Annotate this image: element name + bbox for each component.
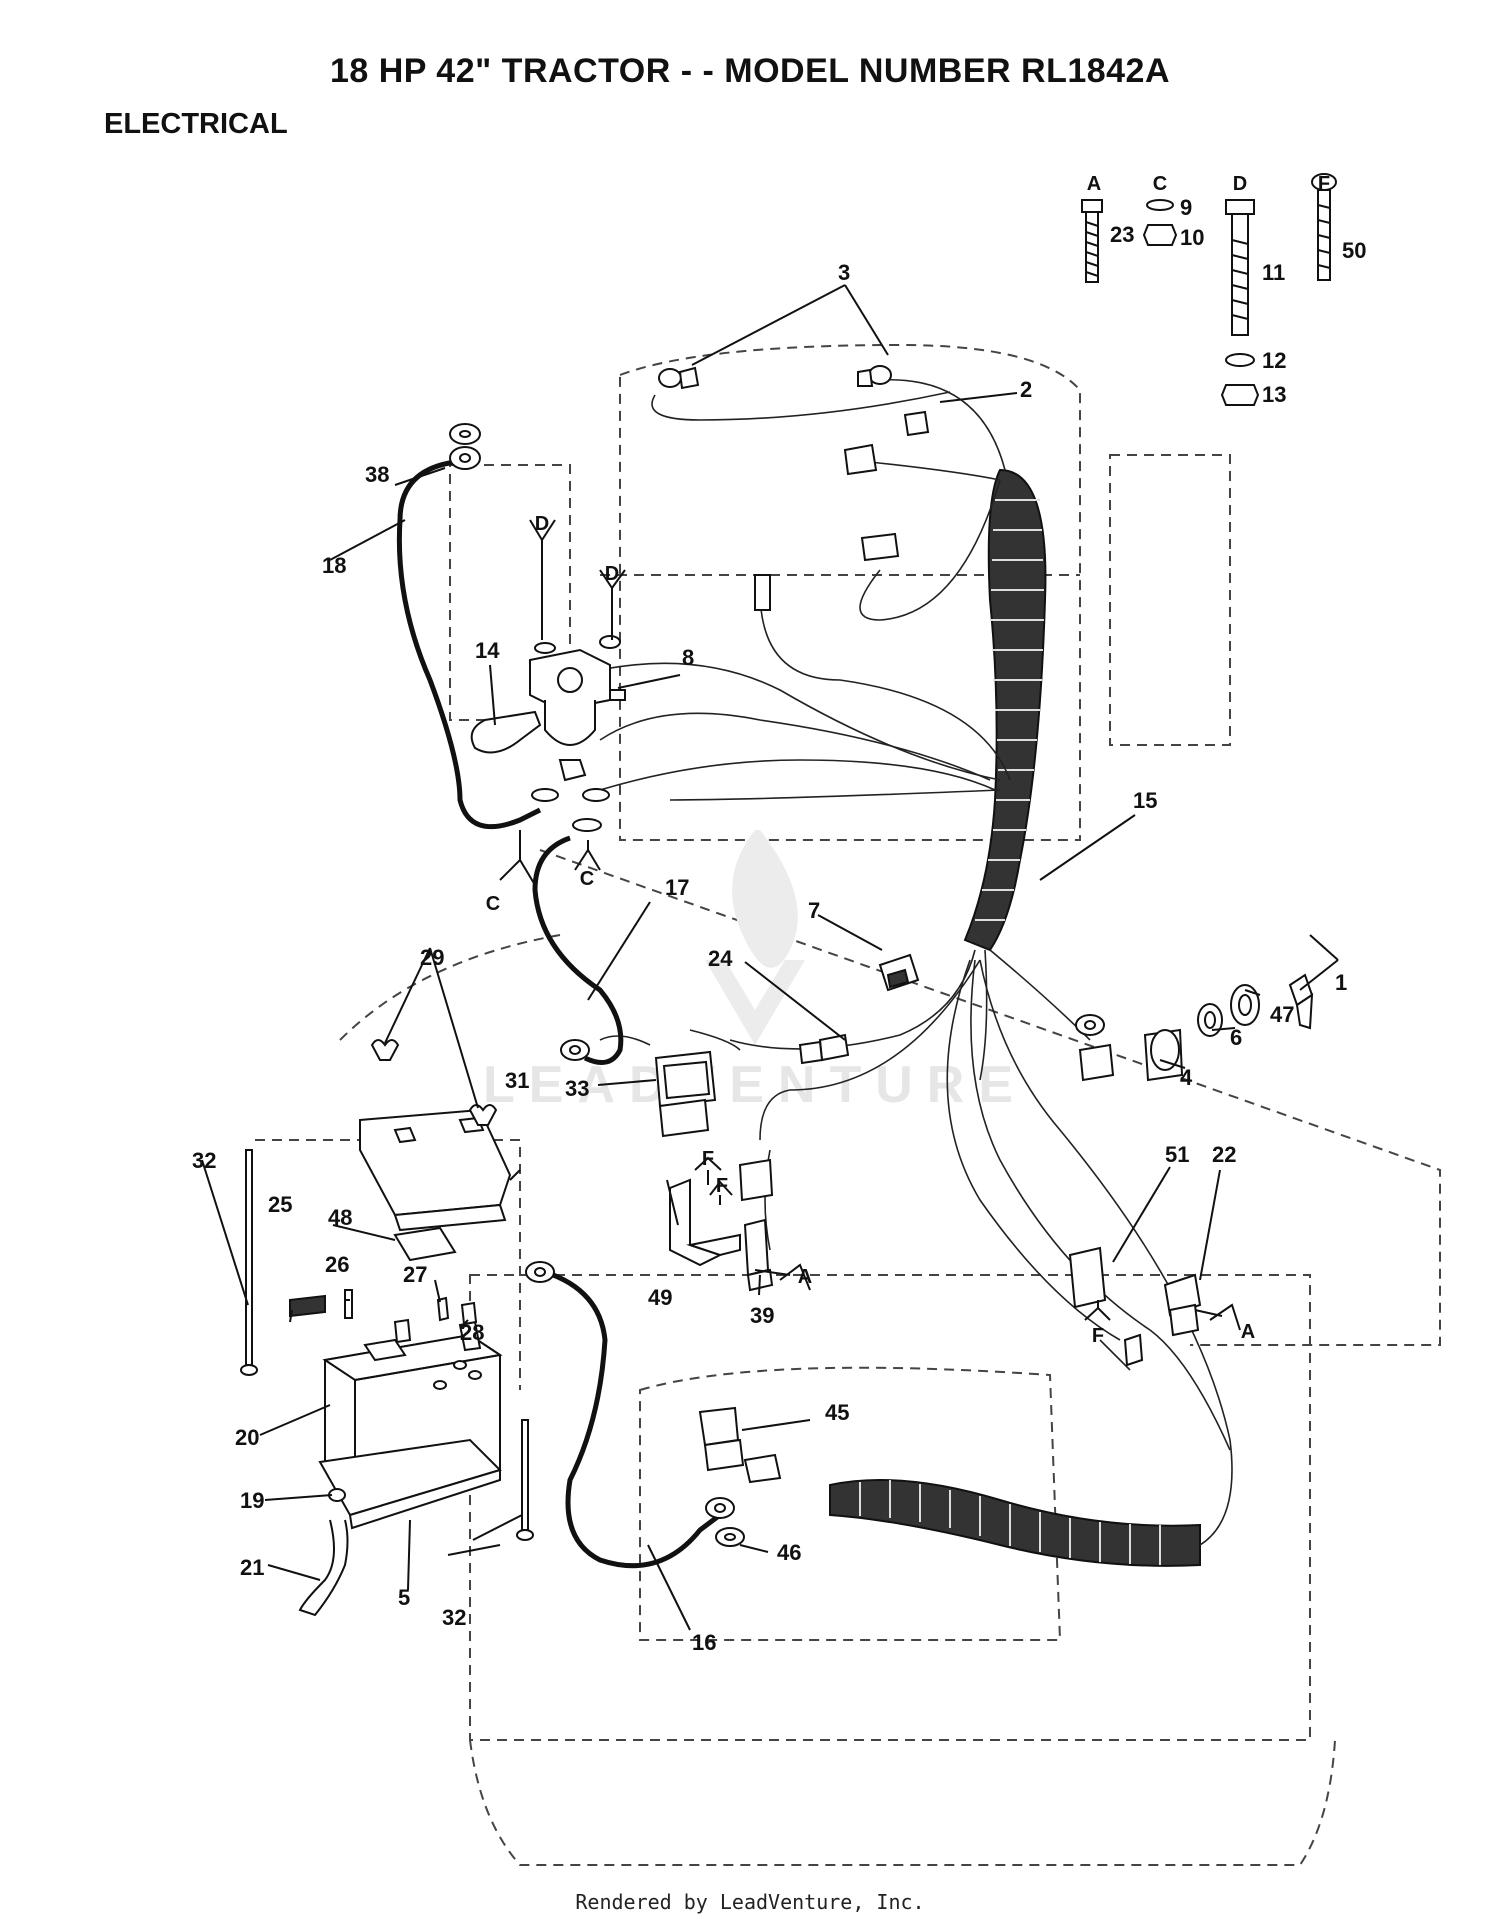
- callout-12: 12: [1262, 348, 1286, 373]
- callout-21: 21: [240, 1555, 264, 1580]
- callout-2: 2: [1020, 377, 1032, 402]
- callout-15: 15: [1133, 788, 1157, 813]
- wiring-harness: [599, 378, 1233, 1546]
- callout-4: 4: [1180, 1065, 1193, 1090]
- hardware-letter-d: D: [1233, 173, 1247, 195]
- callout-18: 18: [322, 553, 346, 578]
- callout-33: 33: [565, 1076, 589, 1101]
- headlights: [658, 365, 930, 611]
- callout-28: 28: [460, 1320, 484, 1345]
- callout-6: 6: [1230, 1025, 1242, 1050]
- connection-letter-d-2: D: [605, 563, 619, 585]
- rear-harness-sleeve: [829, 1479, 1201, 1567]
- callout-16: 16: [692, 1630, 716, 1655]
- connection-letter-d-1: D: [535, 513, 549, 535]
- hardware-letter-a: A: [1087, 173, 1101, 195]
- callout-50: 50: [1342, 238, 1366, 263]
- callout-19: 19: [240, 1488, 264, 1513]
- callout-24: 24: [708, 946, 733, 971]
- callout-14: 14: [475, 638, 500, 663]
- callout-31: 31: [505, 1068, 529, 1093]
- callout-8: 8: [682, 645, 694, 670]
- callout-7: 7: [808, 898, 820, 923]
- callout-27: 27: [403, 1262, 427, 1287]
- callout-13: 13: [1262, 382, 1286, 407]
- callout-23: 23: [1110, 222, 1134, 247]
- callout-10: 10: [1180, 225, 1204, 250]
- callout-20: 20: [235, 1425, 259, 1450]
- battery-assembly: [240, 1039, 534, 1617]
- hardware-letter-f: F: [1318, 173, 1330, 195]
- section-title: ELECTRICAL: [104, 108, 288, 140]
- battery-cables: [396, 459, 722, 1569]
- callout-32-right: 32: [442, 1605, 466, 1630]
- harness-sleeve-rings: [975, 499, 1044, 921]
- connection-letter-c-1: C: [486, 893, 500, 915]
- connection-markers: [499, 519, 1241, 1331]
- callout-51: 51: [1165, 1142, 1189, 1167]
- leader-lines: [201, 284, 1339, 1631]
- callout-22: 22: [1212, 1142, 1236, 1167]
- callout-47: 47: [1270, 1002, 1294, 1027]
- connection-letter-a-1: A: [798, 1266, 812, 1288]
- leadventure-flame-icon: [705, 830, 805, 1045]
- solenoid: [470, 635, 626, 832]
- connection-letter-f-1: F: [702, 1148, 714, 1170]
- cable-terminals: [449, 423, 1105, 1547]
- dash-components: [654, 953, 1314, 1138]
- footer-credit: Rendered by LeadVenture, Inc.: [575, 1890, 925, 1914]
- page-title: 18 HP 42" TRACTOR - - MODEL NUMBER RL184…: [329, 52, 1171, 90]
- watermark-text: LEADVENTURE: [483, 1056, 1027, 1114]
- rear-harness-sleeve-rings: [859, 1480, 1161, 1565]
- callout-26: 26: [325, 1252, 349, 1277]
- callout-9: 9: [1180, 195, 1192, 220]
- connection-letter-f-2: F: [716, 1175, 728, 1197]
- callout-46: 46: [777, 1540, 801, 1565]
- callout-49: 49: [648, 1285, 672, 1310]
- hardware-key: [1081, 173, 1337, 406]
- callout-45: 45: [825, 1400, 849, 1425]
- callout-39: 39: [750, 1303, 774, 1328]
- connection-letter-a-2: A: [1241, 1321, 1255, 1343]
- connection-letter-c-2: C: [580, 868, 594, 890]
- hardware-letter-c: C: [1153, 173, 1167, 195]
- callout-48: 48: [328, 1205, 352, 1230]
- callout-17: 17: [665, 875, 689, 900]
- connection-letter-f-3: F: [1092, 1325, 1104, 1347]
- callout-5: 5: [398, 1585, 410, 1610]
- callout-32-left: 32: [192, 1148, 216, 1173]
- callout-3: 3: [838, 260, 850, 285]
- callout-1: 1: [1335, 970, 1347, 995]
- callout-25: 25: [268, 1192, 292, 1217]
- callout-11: 11: [1262, 260, 1285, 285]
- callout-38: 38: [365, 462, 389, 487]
- callout-29: 29: [420, 945, 444, 970]
